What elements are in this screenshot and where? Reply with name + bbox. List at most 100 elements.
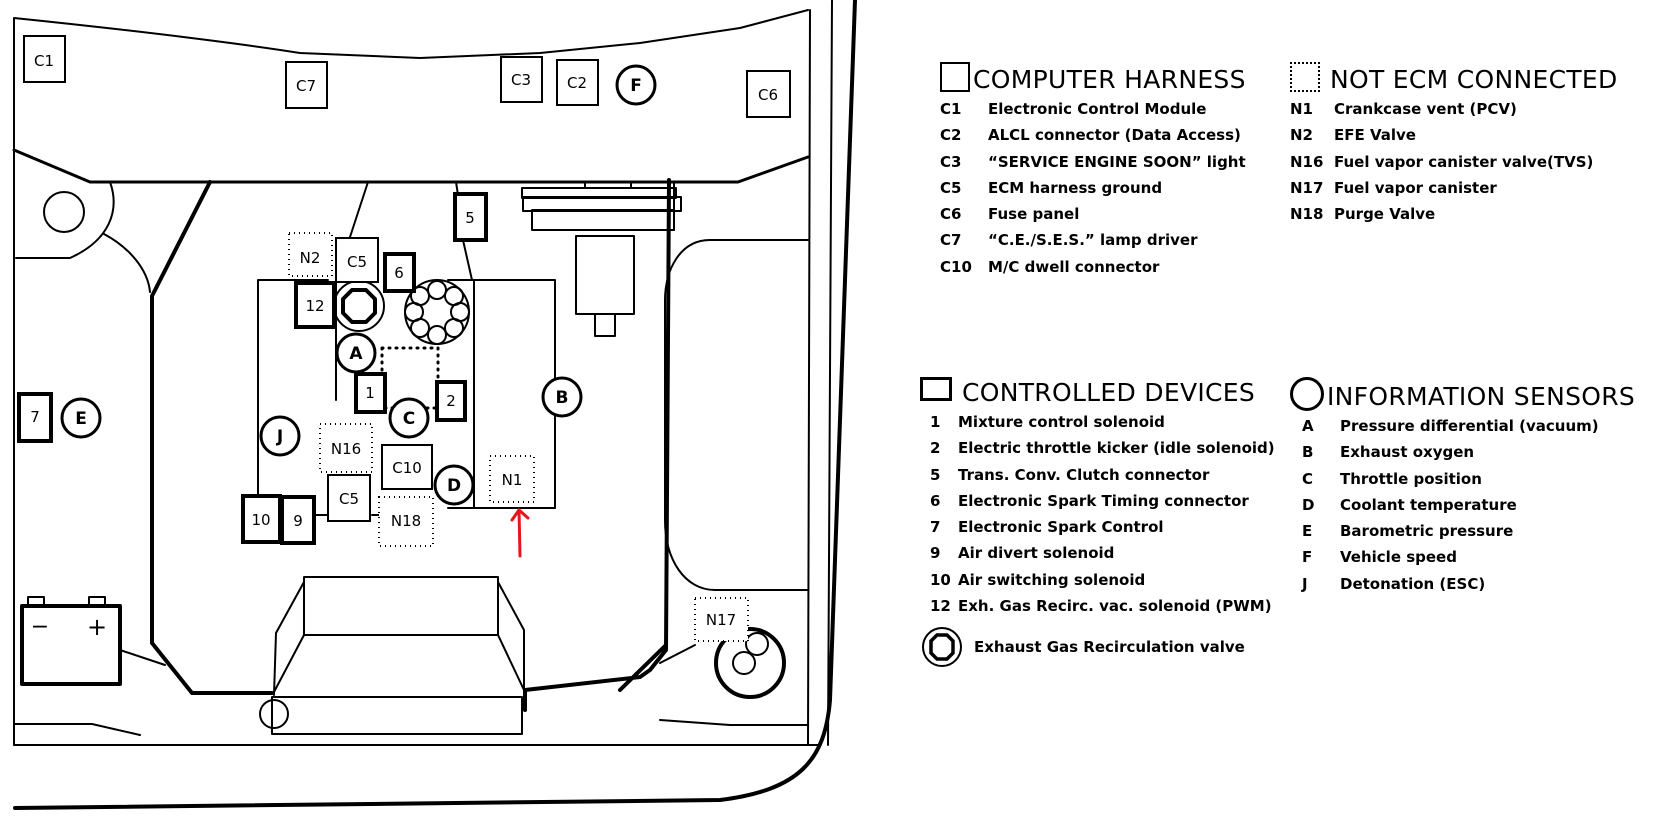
legend-item-code: 5 xyxy=(930,465,941,484)
component-7[interactable]: 7 xyxy=(17,392,53,443)
legend-item-code: N16 xyxy=(1290,152,1324,171)
fuel-vapor-canister xyxy=(659,627,786,699)
component-label: C5 xyxy=(347,253,367,271)
legend-title: CONTROLLED DEVICES xyxy=(962,378,1256,407)
component-c7[interactable]: C7 xyxy=(285,61,328,109)
legend-item-text: Electronic Control Module xyxy=(988,100,1207,118)
component-c5-top[interactable]: C5 xyxy=(335,237,379,283)
component-a[interactable]: A xyxy=(335,332,377,374)
legend-item-code: B xyxy=(1302,443,1314,462)
legend-item: N17 Fuel vapor canister xyxy=(1290,175,1618,201)
legend-item-code: E xyxy=(1302,522,1313,541)
component-c6[interactable]: C6 xyxy=(746,70,791,118)
legend-item-code: C xyxy=(1302,469,1314,488)
right-wheelhouse xyxy=(664,239,809,591)
component-label: C xyxy=(403,409,415,429)
component-n16[interactable]: N16 xyxy=(319,423,373,473)
component-j[interactable]: J xyxy=(259,415,301,457)
legend-item-text: “C.E./S.E.S.” lamp driver xyxy=(988,231,1198,250)
legend-item-text: Mixture control solenoid xyxy=(958,413,1165,431)
component-n18[interactable]: N18 xyxy=(378,496,434,547)
component-5[interactable]: 5 xyxy=(453,192,488,242)
legend-item-text: ECM harness ground xyxy=(988,178,1163,197)
component-d[interactable]: D xyxy=(433,464,475,506)
component-b[interactable]: B xyxy=(541,376,583,418)
component-12[interactable]: 12 xyxy=(294,281,336,329)
egr-valve-note: Exhaust Gas Recirculation valve xyxy=(920,625,1275,669)
legend-item-text: Exh. Gas Recirc. vac. solenoid (PWM) xyxy=(958,597,1272,616)
legend-item-text: ALCL connector (Data Access) xyxy=(988,126,1241,145)
legend-item-text: Exhaust oxygen xyxy=(1340,443,1475,462)
legend-item-text: Throttle position xyxy=(1340,469,1482,488)
left-strut-outline xyxy=(15,181,115,259)
dotted-square-icon xyxy=(1290,62,1320,92)
component-label: A xyxy=(349,344,363,364)
component-10[interactable]: 10 xyxy=(241,494,282,544)
legend-title: COMPUTER HARNESS xyxy=(973,65,1246,94)
legend-item-code: A xyxy=(1302,417,1314,435)
legend-item: A Pressure differential (vacuum) xyxy=(1302,413,1635,439)
component-label: F xyxy=(630,76,642,96)
egr-valve-note-text: Exhaust Gas Recirculation valve xyxy=(974,638,1245,657)
component-n2[interactable]: N2 xyxy=(288,232,333,277)
legend-item-text: M/C dwell connector xyxy=(988,257,1160,276)
component-label: C3 xyxy=(511,71,531,89)
component-c3[interactable]: C3 xyxy=(500,56,543,103)
component-c2[interactable]: C2 xyxy=(556,59,599,106)
egr-valve xyxy=(333,280,385,332)
legend-item-text: Fuel vapor canister xyxy=(1334,178,1497,197)
battery xyxy=(20,596,166,686)
legend-item-text: Coolant temperature xyxy=(1340,495,1517,514)
radiator xyxy=(259,576,525,735)
legend-item-code: C7 xyxy=(940,231,962,250)
circle-icon xyxy=(1290,377,1324,411)
legend-item-text: Crankcase vent (PCV) xyxy=(1334,100,1517,118)
legend-item-text: Pressure differential (vacuum) xyxy=(1340,417,1599,435)
component-f[interactable]: F xyxy=(615,64,657,106)
legend-item-code: N18 xyxy=(1290,205,1324,224)
left-wheelhouse-arc xyxy=(103,233,151,293)
component-c5-bottom[interactable]: C5 xyxy=(327,474,371,522)
legend-item: N18 Purge Valve xyxy=(1290,201,1618,227)
component-c1[interactable]: C1 xyxy=(23,35,66,83)
component-label: N16 xyxy=(331,440,361,458)
component-c10[interactable]: C10 xyxy=(381,444,433,490)
component-e[interactable]: E xyxy=(60,397,102,439)
component-n1[interactable]: N1 xyxy=(489,455,535,503)
right-inner-fender xyxy=(827,0,833,746)
legend-item-text: Electronic Spark Control xyxy=(958,518,1164,537)
component-n17[interactable]: N17 xyxy=(694,597,749,642)
component-2[interactable]: 2 xyxy=(435,380,467,422)
legend-item-code: F xyxy=(1302,548,1313,567)
bold-square-icon xyxy=(920,377,952,401)
legend-item-code: N17 xyxy=(1290,178,1324,197)
right-fender-line xyxy=(807,9,811,746)
legend-item-code: C3 xyxy=(940,152,962,171)
vehicle-outline xyxy=(13,9,809,746)
component-label: N18 xyxy=(391,512,421,530)
component-6[interactable]: 6 xyxy=(383,252,416,293)
solid-square-icon xyxy=(940,62,970,92)
component-label: 7 xyxy=(30,408,40,426)
battery-positive-sign: + xyxy=(87,613,107,641)
component-c[interactable]: C xyxy=(388,397,430,439)
legend-item-text: Purge Valve xyxy=(1334,205,1436,224)
legend-title: NOT ECM CONNECTED xyxy=(1330,65,1618,94)
legend-item-code: 10 xyxy=(930,570,951,589)
component-label: 12 xyxy=(305,297,324,315)
component-9[interactable]: 9 xyxy=(280,495,316,545)
component-1[interactable]: 1 xyxy=(354,372,387,414)
